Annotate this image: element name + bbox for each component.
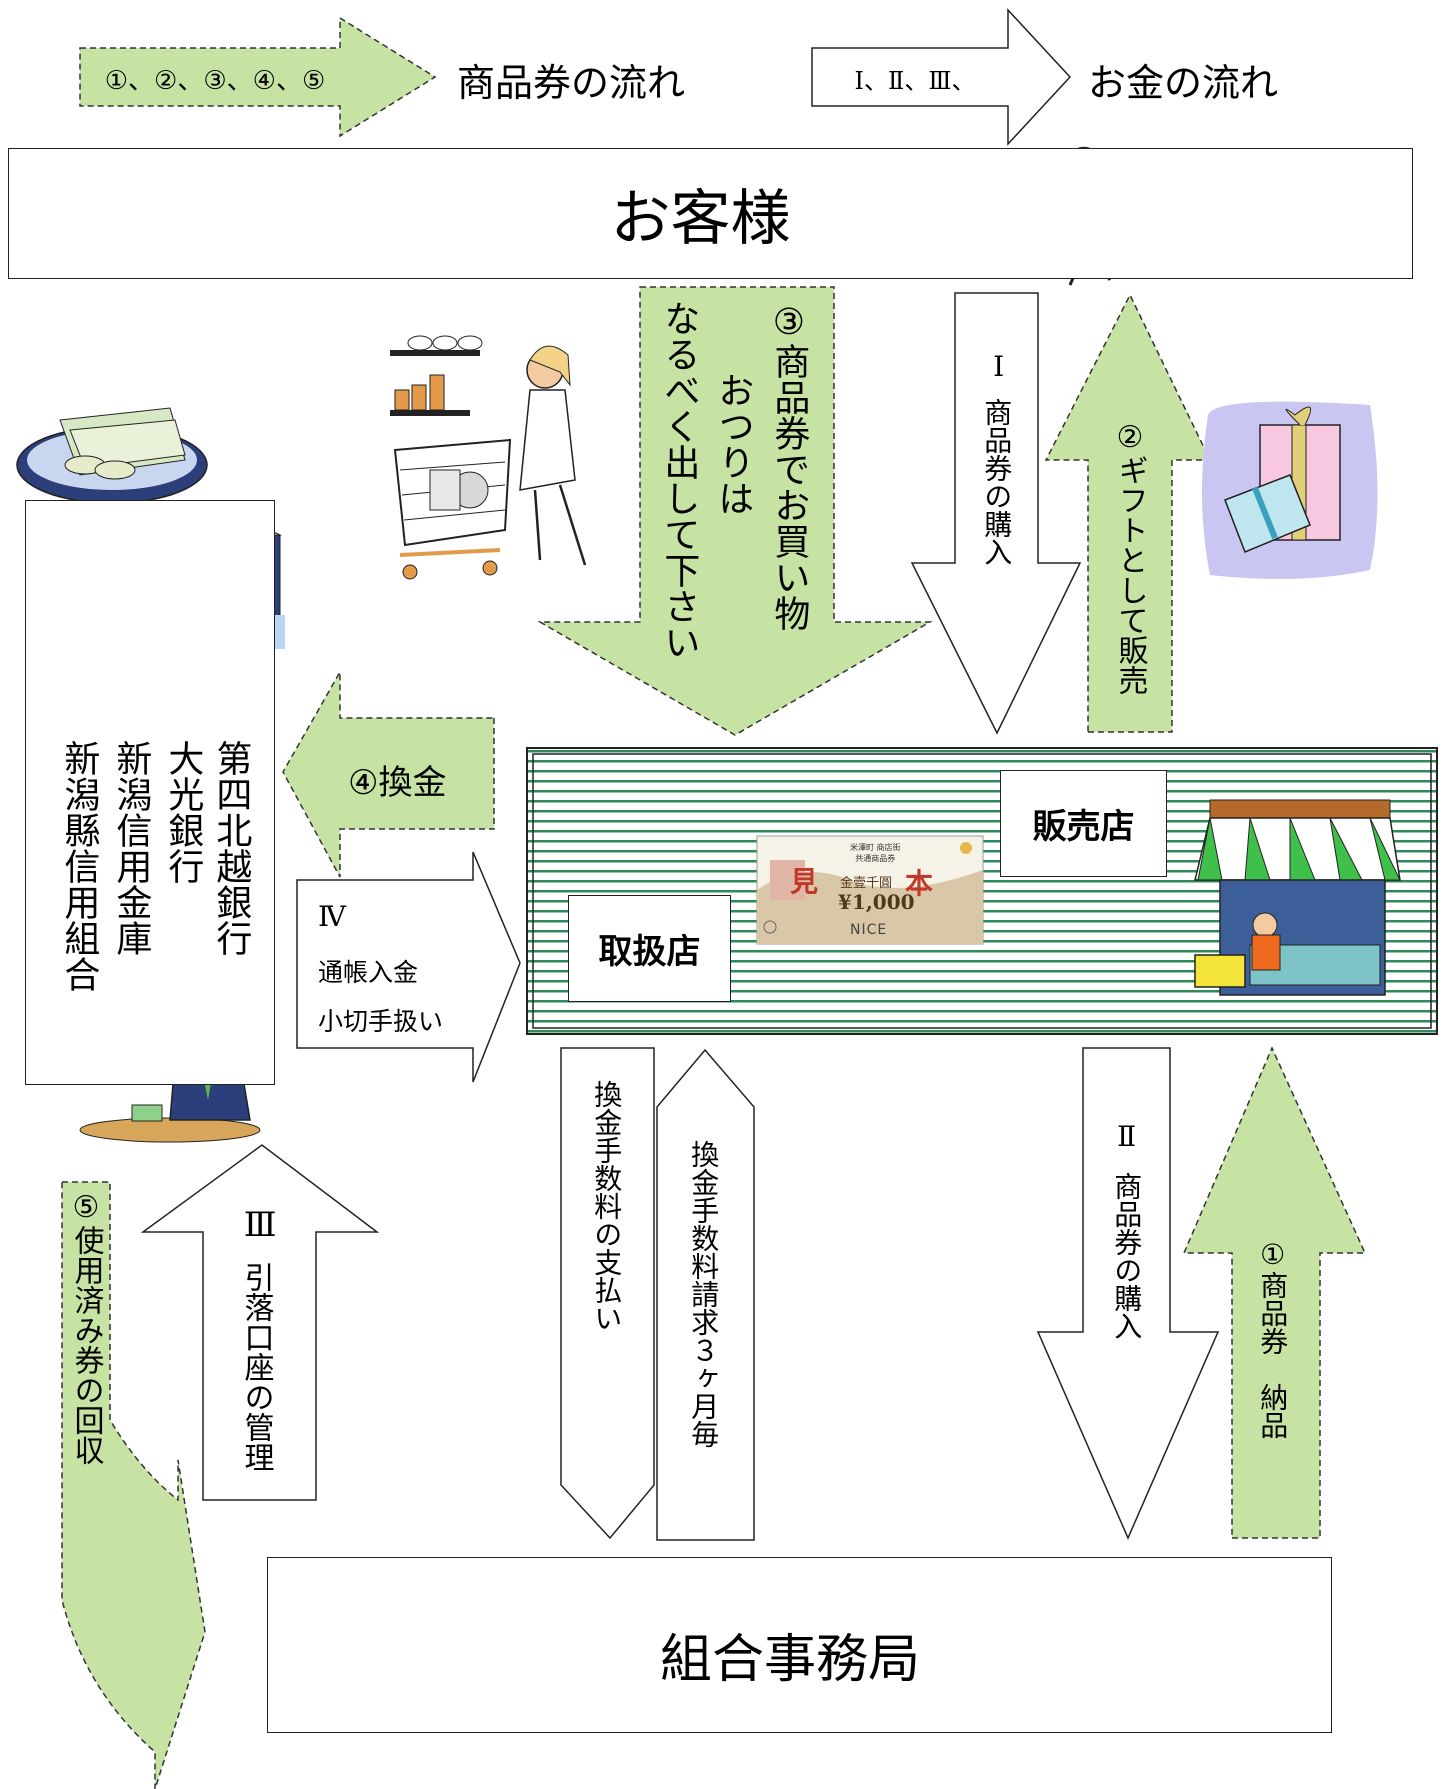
flow-3-line1: ③商品券でお買い物 [768, 302, 810, 631]
banks-box [25, 500, 275, 1085]
fee-payment-text: 換金手数料の支払い [590, 1080, 624, 1332]
voucher-stamp-right: 本 [905, 867, 934, 900]
handling-store-label: 取扱店 [598, 932, 701, 972]
flow-2-text: ②ギフトとして販売 [1112, 420, 1148, 695]
bank-name-3: 新潟信用金庫 [110, 740, 152, 956]
legend-money-flow-label: お金の流れ [1088, 61, 1279, 105]
voucher-sample-image [756, 835, 984, 945]
flow-5-text: ⑤使用済み券の回収 [68, 1190, 104, 1465]
handling-store-box: 取扱店 [568, 895, 731, 1002]
flow-4-text: ④換金 [348, 763, 447, 803]
flow-IV-line1: 通帳入金 [318, 958, 419, 987]
customer-box: お客様 [8, 148, 1413, 279]
legend-voucher-flow-label: 商品券の流れ [457, 61, 686, 105]
bank-name-1: 第四北越銀行 [210, 740, 252, 956]
flow-IV-number: Ⅳ [318, 900, 346, 933]
bank-name-4: 新潟縣信用組合 [58, 740, 100, 992]
voucher-stamp-left: 見 [790, 865, 819, 898]
customer-title: お客様 [610, 184, 791, 254]
flow-III-number: Ⅲ [240, 1205, 281, 1245]
voucher-header: 米澤町 商店街 共通商品券 [850, 843, 901, 863]
voucher-price: ¥1,000 [838, 890, 915, 914]
legend-money-arrow [811, 8, 1072, 146]
flow-III-text: 引落口座の管理 [238, 1262, 274, 1472]
flow-3-line3: なるべく出して下さい [658, 300, 700, 660]
arrow-gift-sale [1044, 293, 1212, 733]
flow-I-text: 商品券の購入 [980, 398, 1014, 566]
cart-shopper-illustration [390, 335, 587, 580]
flow-1-text: ①商品券 納品 [1256, 1238, 1290, 1439]
office-box [267, 1557, 1332, 1733]
bank-name-2: 大光銀行 [162, 740, 204, 884]
arrow-fee-payment [560, 1047, 655, 1540]
arrow-fee-claim [656, 1048, 755, 1541]
arrow-IV-deposit [296, 851, 521, 1083]
fee-claim-text: 換金手数料請求３ヶ月毎 [687, 1140, 721, 1448]
voucher-amount-kanji: 金壹千圓 [840, 876, 893, 891]
arrow-shopping [537, 286, 933, 736]
shop-illustration [1194, 799, 1401, 996]
flow-II-number: Ⅱ [1110, 1120, 1144, 1153]
flow-II-text: 商品券の購入 [1110, 1172, 1144, 1340]
gift-illustration [1201, 401, 1378, 579]
flow-IV-line2: 小切手扱い [318, 1007, 444, 1036]
arrow-used-collection [61, 1181, 206, 1789]
flow-3-line2: おつりは [712, 372, 754, 516]
office-title: 組合事務局 [660, 1630, 921, 1690]
voucher-brand: NICE [850, 922, 888, 938]
arrow-I-purchase [910, 292, 1082, 735]
flow-I-number: Ⅰ [982, 350, 1016, 383]
arrow-II-purchase [1036, 1047, 1220, 1540]
legend-voucher-arrow-label: ①、②、③、④、⑤ [104, 65, 326, 96]
sales-store-box: 販売店 [1000, 770, 1167, 877]
arrow-voucher-delivery [1182, 1046, 1367, 1539]
legend-money-arrow-label: Ⅰ、Ⅱ、Ⅲ、 [854, 66, 976, 95]
arrow-III-account [140, 1144, 380, 1501]
arrow-exchange [282, 669, 495, 878]
legend-voucher-arrow [79, 16, 437, 138]
sales-store-label: 販売店 [1032, 807, 1135, 847]
